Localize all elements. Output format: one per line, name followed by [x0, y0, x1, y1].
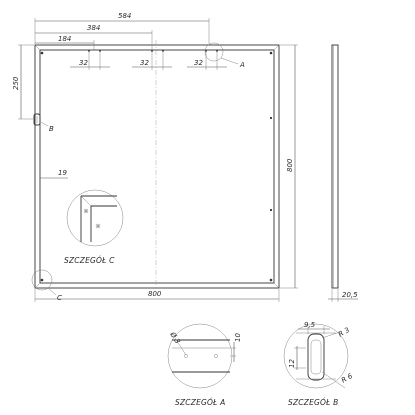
side-view: 20,5 [328, 44, 358, 302]
hanging-hole-5 [205, 50, 207, 52]
detail-a-hole-1 [184, 354, 188, 358]
dim-800-vertical: 800 [286, 158, 294, 172]
side-marker-right [269, 116, 273, 120]
hanging-hole-2 [99, 50, 101, 52]
dim-b-12: 12 [288, 359, 296, 368]
detail-c-screw-1 [83, 208, 89, 214]
hanging-hole-4 [162, 50, 164, 52]
dim-32-b: 32 [140, 59, 149, 67]
callout-a: A [204, 42, 245, 69]
hanging-hole-3 [151, 50, 153, 52]
dim-a-diameter: Ø 3 [168, 330, 182, 345]
hanging-hole-6 [216, 50, 218, 52]
caption-detail-b: SZCZEGÓŁ B [288, 398, 338, 407]
corner-screw-bl [40, 278, 44, 282]
top-dimensions: 584 384 184 32 32 32 [34, 12, 227, 70]
dim-584: 584 [118, 12, 131, 20]
corner-screw-tl [40, 51, 44, 55]
detail-a-hole-2 [214, 354, 218, 358]
dim-19: 19 [58, 169, 67, 177]
frame-front-view [33, 40, 280, 290]
dim-32-c: 32 [194, 59, 203, 67]
callout-a-label: A [239, 61, 245, 69]
bottom-dimensions: 800 [34, 289, 280, 302]
side-marker-right-low [269, 208, 273, 212]
dim-250: 250 [12, 76, 20, 90]
detail-c: SZCZEGÓŁ C [64, 189, 124, 265]
detail-a: Ø 3 10 SZCZEGÓŁ A [168, 323, 242, 407]
right-dimensions: 800 [280, 44, 298, 289]
dim-32-a: 32 [79, 59, 88, 67]
caption-detail-c: SZCZEGÓŁ C [64, 256, 115, 265]
caption-detail-a: SZCZEGÓŁ A [175, 398, 225, 407]
dim-384: 384 [87, 24, 100, 32]
callout-c-label: C [57, 294, 62, 302]
left-dimensions: 250 B 19 [12, 44, 68, 179]
detail-b: 9,5 R 3 12 R 6 SZCZEGÓŁ B [283, 321, 354, 407]
dim-800-horizontal: 800 [148, 290, 162, 298]
dim-b-9-5: 9,5 [304, 321, 316, 329]
dim-b-r3: R 3 [337, 326, 351, 339]
callout-b-label: B [49, 125, 54, 133]
corner-screw-tr [269, 51, 273, 55]
callout-c: C [31, 269, 62, 302]
corner-screw-br [269, 278, 273, 282]
detail-c-screw-2 [95, 223, 101, 229]
dim-20-5: 20,5 [342, 291, 358, 299]
hanger-b [33, 113, 41, 126]
dim-a-10: 10 [234, 333, 242, 342]
hanging-hole-1 [88, 50, 90, 52]
dim-b-r6: R 6 [340, 372, 354, 385]
dim-184: 184 [58, 35, 71, 43]
